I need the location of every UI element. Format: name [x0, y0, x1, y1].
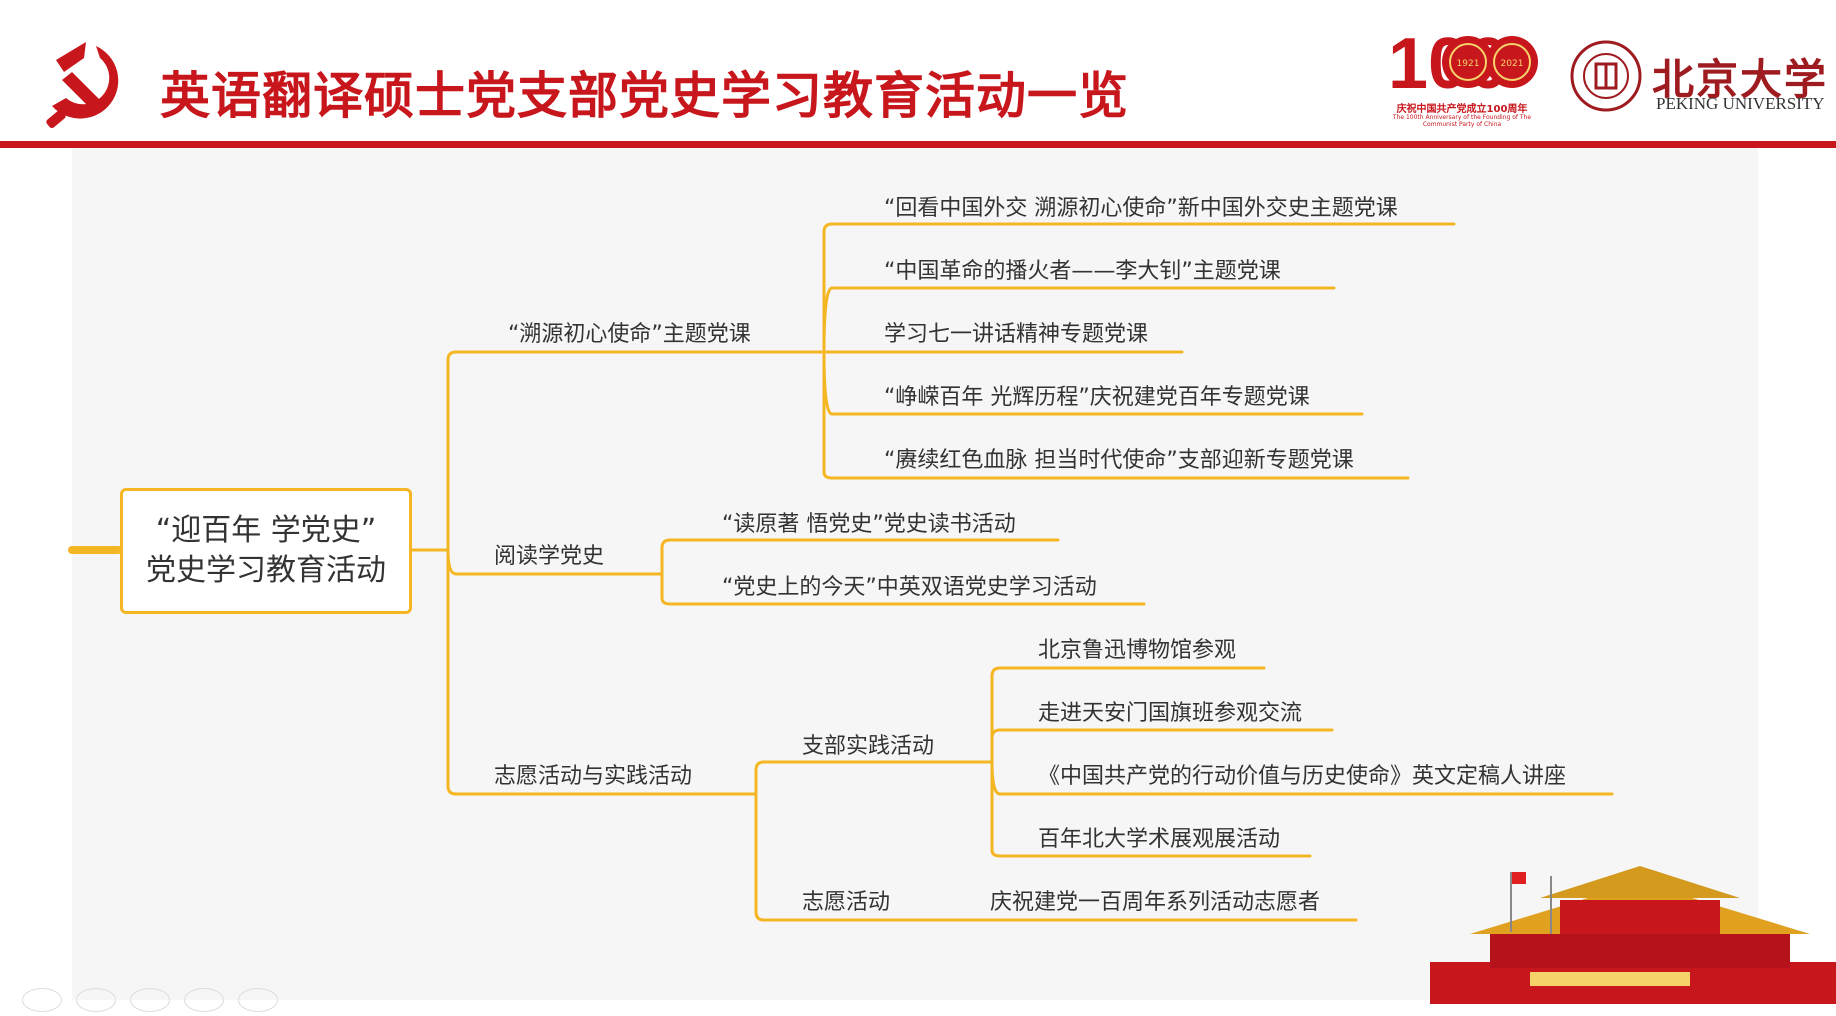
branch-theme-lectures: “溯源初心使命”主题党课 — [508, 322, 751, 347]
branch-volunteer-practice: 志愿活动与实践活动 — [494, 764, 693, 789]
pku-seal-icon — [1570, 40, 1642, 112]
header-divider — [0, 141, 1836, 148]
pku-name-en: PEKING UNIVERSITY — [1656, 94, 1825, 113]
leaf-lecture-1: “回看中国外交 溯源初心使命”新中国外交史主题党课 — [884, 196, 1398, 221]
leaf-practice-4: 百年北大学术展观展活动 — [1038, 827, 1281, 852]
nav-dot[interactable] — [22, 988, 62, 1012]
nav-dot[interactable] — [238, 988, 278, 1012]
page-title: 英语翻译硕士党支部党史学习教育活动一览 — [160, 67, 1129, 125]
branch-reading: 阅读学党史 — [494, 544, 605, 569]
leaf-practice-3: 《中国共产党的行动价值与历史使命》英文定稿人讲座 — [1038, 764, 1567, 789]
centenary-caption: 庆祝中国共产党成立100周年 — [1396, 104, 1528, 115]
leaf-volunteer-1: 庆祝建党一百周年系列活动志愿者 — [990, 890, 1321, 915]
root-line-1: “迎百年 学党史” — [155, 513, 377, 548]
nav-dot[interactable] — [76, 988, 116, 1012]
tiananmen-illustration-icon — [1430, 866, 1836, 1004]
pku-name-cn: 北京大学 — [1652, 55, 1829, 104]
subbranch-practice: 支部实践活动 — [802, 734, 935, 759]
nav-dot[interactable] — [130, 988, 170, 1012]
mindmap-root-node: “迎百年 学党史” 党史学习教育活动 — [120, 488, 412, 614]
nav-dot[interactable] — [184, 988, 224, 1012]
subbranch-volunteer: 志愿活动 — [802, 890, 891, 915]
centenary-year-right: 2021 — [1501, 59, 1524, 69]
leaf-lecture-4: “峥嵘百年 光辉历程”庆祝建党百年专题党课 — [884, 385, 1310, 410]
leaf-lecture-2: “中国革命的播火者——李大钊”主题党课 — [884, 259, 1281, 284]
leaf-reading-1: “读原著 悟党史”党史读书活动 — [722, 512, 1016, 537]
leaf-practice-1: 北京鲁迅博物馆参观 — [1038, 638, 1237, 663]
leaf-lecture-5: “赓续红色血脉 担当时代使命”支部迎新专题党课 — [884, 448, 1354, 473]
centenary-logo-icon: 100 1921 2021 — [1388, 24, 1538, 104]
slide-nav-dots — [22, 988, 292, 1016]
leaf-lecture-3: 学习七一讲话精神专题党课 — [884, 322, 1149, 347]
root-line-2: 党史学习教育活动 — [146, 553, 386, 588]
centenary-year-left: 1921 — [1457, 59, 1480, 69]
leaf-reading-2: “党史上的今天”中英双语党史学习活动 — [722, 575, 1097, 600]
party-emblem-icon — [46, 42, 119, 129]
centenary-caption-en: The 100th Anniversary of the Founding of… — [1392, 114, 1532, 128]
leaf-practice-2: 走进天安门国旗班参观交流 — [1038, 701, 1303, 726]
